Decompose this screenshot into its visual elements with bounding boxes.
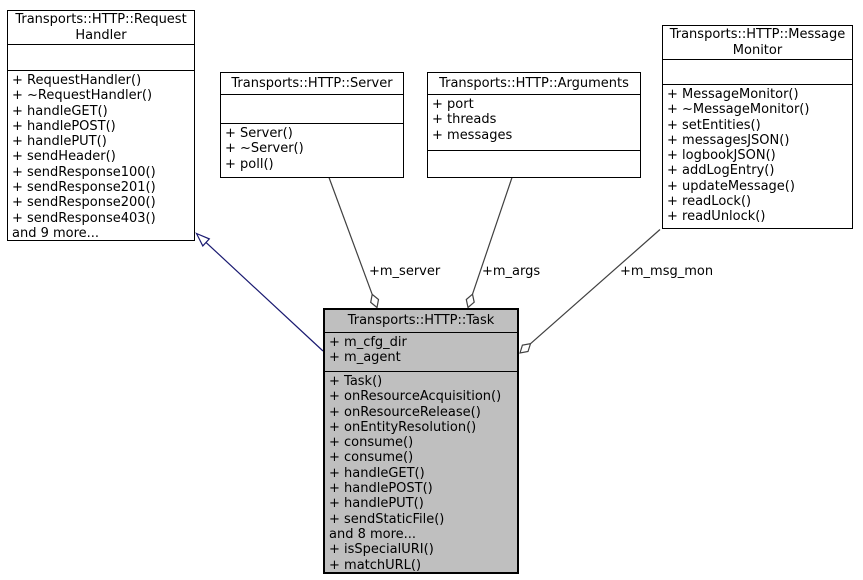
method-item: + setEntities() [667,117,761,133]
attribute-item: + messages [432,127,513,143]
attribute-item: + port [432,97,474,112]
class-title: Transports::HTTP::Server [221,73,403,94]
method-item: + poll() [225,156,274,172]
inheritance-edge-task-to-requesthandler [195,232,324,352]
method-item: + isSpecialURI() [329,542,434,558]
inheritance-arrowhead-icon [195,232,211,247]
class-title-line: Monitor [732,42,783,58]
aggregation-diamond-icon [370,293,380,309]
method-item: + sendResponse403() [12,210,156,226]
class-title-line: Transports::HTTP::Arguments [439,75,629,91]
class-title-line: Transports::HTTP::Request [15,12,187,28]
method-item: + onEntityResolution() [329,419,477,435]
method-item: + matchURL() [329,557,422,572]
method-item: + onResourceRelease() [329,404,481,420]
method-item: and 9 more... [12,225,100,240]
class-title-line: Transports::HTTP::Message [669,27,846,43]
method-item: + ~Server() [225,141,304,157]
attribute-item: + threads [432,112,497,128]
class-box-task[interactable]: Transports::HTTP::Task + m_cfg_dir+ m_ag… [323,308,519,574]
method-item: + sendResponse100() [12,164,156,180]
method-item: + readLock() [667,194,752,210]
method-item: + ~MessageMonitor() [667,102,810,118]
method-item: + ~RequestHandler() [12,88,153,104]
edge-label-m-args: +m_args [482,264,541,279]
class-box-arguments[interactable]: Transports::HTTP::Arguments + port+ thre… [427,72,641,178]
method-item: + messagesJSON() [667,132,790,148]
class-methods: + RequestHandler()+ ~RequestHandler()+ h… [8,70,194,240]
class-box-server[interactable]: Transports::HTTP::Server + Server()+ ~Se… [220,72,404,178]
method-item: + readUnlock() [667,209,766,225]
method-item: and 8 more... [329,526,417,542]
method-item: + MessageMonitor() [667,87,799,102]
method-item: + sendResponse200() [12,195,156,211]
method-item: + handleGET() [329,465,425,481]
class-attributes [8,44,194,70]
method-item: + addLogEntry() [667,163,775,179]
class-methods: + MessageMonitor()+ ~MessageMonitor()+ s… [663,84,852,228]
method-item: + handlePUT() [12,134,107,150]
class-attributes [663,59,852,84]
class-attributes: + port+ threads+ messages [428,94,640,150]
class-title-line: Handler [75,27,127,43]
class-methods [428,150,640,177]
method-item: + handlePUT() [329,496,424,512]
aggregation-diamond-icon [465,293,475,309]
method-item: + handleGET() [12,103,108,119]
class-attributes: + m_cfg_dir+ m_agent [325,332,517,371]
class-attributes [221,94,403,123]
aggregation-edge-m-server [328,177,380,309]
class-title-line: Transports::HTTP::Server [231,75,393,91]
method-item: + Server() [225,126,293,141]
class-title: Transports::HTTP::Arguments [428,73,640,94]
class-title-line: Transports::HTTP::Task [347,313,495,329]
class-methods: + Server()+ ~Server()+ poll() [221,123,403,177]
method-item: + sendStaticFile() [329,511,445,527]
class-title: Transports::HTTP::Task [325,310,517,332]
attribute-item: + m_cfg_dir [329,335,407,350]
method-item: + onResourceAcquisition() [329,389,502,405]
method-item: + handlePOST() [12,118,116,134]
method-item: + consume() [329,450,414,466]
attribute-item: + m_agent [329,350,401,366]
method-item: + RequestHandler() [12,73,142,88]
method-item: + sendHeader() [12,149,116,165]
method-item: + handlePOST() [329,481,433,497]
method-item: + sendResponse201() [12,180,156,196]
method-item: + updateMessage() [667,178,795,194]
edge-label-m-msg-mon: +m_msg_mon [620,264,714,279]
edge-label-m-server: +m_server [369,264,441,279]
aggregation-edge-m-args [465,177,513,309]
aggregation-diamond-icon [519,342,532,354]
class-methods: + Task()+ onResourceAcquisition()+ onRes… [325,371,517,572]
aggregation-edge-m-msg-mon [519,229,661,354]
method-item: + Task() [329,374,383,389]
method-item: + logbookJSON() [667,148,776,164]
method-item: + consume() [329,435,414,451]
